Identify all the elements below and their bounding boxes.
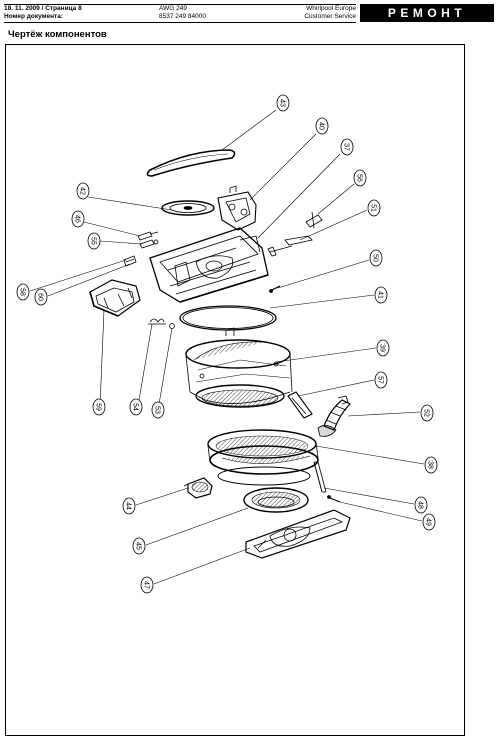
header-doc-number: 8537 249 84000 [159, 13, 206, 20]
callout-56-label: 56 [356, 174, 363, 182]
screw-part-46 [137, 231, 159, 241]
screw-part-55 [139, 239, 159, 249]
callout-44: 44 [122, 497, 136, 515]
callout-54: 54 [129, 398, 143, 416]
callout-51: 51 [367, 199, 381, 217]
callout-55: 55 [87, 232, 101, 250]
callout-60-label: 60 [37, 293, 44, 301]
header-model: AWG 249 [159, 5, 187, 12]
callout-59: 59 [92, 398, 106, 416]
callout-48-label: 48 [417, 501, 424, 509]
nut-part-53 [169, 323, 175, 329]
front-frame-part-47 [245, 509, 351, 559]
callout-55-label: 55 [90, 237, 97, 245]
callout-59-label: 59 [95, 403, 102, 411]
screw-part-49 [327, 495, 341, 503]
callout-46-label: 46 [74, 215, 81, 223]
callout-52-label: 52 [423, 409, 430, 417]
lock-part-44 [183, 477, 213, 499]
seal-part-48 [217, 461, 327, 493]
callout-40: 40 [315, 117, 329, 135]
callout-45-label: 45 [135, 542, 142, 550]
callout-58: 58 [16, 283, 30, 301]
callout-57: 57 [374, 371, 388, 389]
spring-part-54 [148, 318, 166, 325]
clip-part-60 [123, 255, 137, 267]
callout-56: 56 [353, 169, 367, 187]
callout-38-label: 38 [427, 461, 434, 469]
callout-43: 43 [276, 94, 290, 112]
callout-41-label: 41 [377, 291, 384, 299]
callout-39: 39 [376, 339, 390, 357]
callout-57-label: 57 [377, 376, 384, 384]
callout-49: 49 [422, 513, 436, 531]
header-bottom-rule [4, 22, 356, 23]
gasket-ring-part-41 [179, 305, 277, 331]
motor-bracket-part-40 [217, 185, 257, 231]
header-date-page: 18. 11. 2009 / Страница 8 [4, 5, 82, 12]
callout-41: 41 [374, 286, 388, 304]
callout-53-label: 53 [154, 406, 161, 414]
callout-45: 45 [132, 537, 146, 555]
callout-60: 60 [34, 288, 48, 306]
screw-part-50 [269, 285, 281, 293]
callout-48: 48 [414, 496, 428, 514]
bolt-part-51 [267, 235, 313, 257]
callout-39-label: 39 [379, 344, 386, 352]
pulley-part-42 [161, 200, 215, 216]
callout-44-label: 44 [125, 502, 132, 510]
callout-46: 46 [71, 210, 85, 228]
shaft-part-56 [305, 211, 323, 229]
callout-43-label: 43 [279, 99, 286, 107]
door-gasket-part-45 [243, 487, 309, 513]
callout-54-label: 54 [132, 403, 139, 411]
page-header: 18. 11. 2009 / Страница 8 Номер документ… [4, 4, 494, 23]
callout-42: 42 [76, 182, 90, 200]
callout-50-label: 50 [372, 254, 379, 262]
block-part-59 [89, 279, 141, 317]
header-company: Whirlpool Europe [306, 5, 356, 12]
drawing-frame [5, 44, 465, 736]
front-tub-part-38 [207, 429, 319, 475]
leader-lines [29, 109, 425, 585]
callout-49-label: 49 [425, 518, 432, 526]
callout-37: 37 [340, 138, 354, 156]
baffle-part-57 [287, 391, 313, 419]
callout-52: 52 [420, 404, 434, 422]
callout-58-label: 58 [19, 288, 26, 296]
callout-40-label: 40 [318, 122, 325, 130]
callout-47-label: 47 [143, 581, 150, 589]
header-doc-label: Номер документа: [4, 13, 63, 20]
hose-part-52 [317, 395, 352, 437]
callout-37-label: 37 [343, 143, 350, 151]
belt-part-43 [146, 149, 236, 177]
rear-tub-part-37 [149, 227, 269, 303]
callout-53: 53 [151, 401, 165, 419]
callout-38: 38 [424, 456, 438, 474]
callout-42-label: 42 [79, 187, 86, 195]
drum-part-39 [185, 327, 293, 408]
repair-badge: РЕМОНТ [360, 4, 494, 22]
section-title: Чертёж компонентов [8, 29, 107, 40]
callout-51-label: 51 [370, 204, 377, 212]
header-top-rule [4, 4, 356, 5]
callout-50: 50 [369, 249, 383, 267]
callout-47: 47 [140, 576, 154, 594]
header-service: Customer Service [304, 13, 356, 20]
